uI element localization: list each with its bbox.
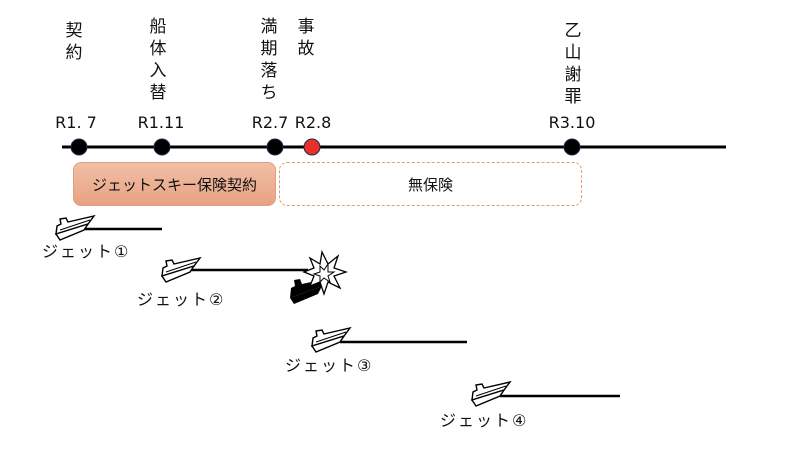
uninsured-period: 無保険 [279, 162, 582, 206]
jet-4-label: ジェット④ [440, 411, 529, 430]
event-dot [70, 138, 88, 156]
date-label: R3.10 [548, 113, 596, 132]
event-label-hull-replacement: 船体入替 [149, 17, 167, 103]
event-label-accident: 事故 [297, 17, 315, 59]
date-label: R1. 7 [55, 113, 97, 132]
explosion-icon [302, 249, 349, 297]
event-dot [266, 138, 284, 156]
jet-ski-icon [311, 327, 351, 353]
event-label-expiry: 満期落ち [260, 17, 278, 103]
jet-2-label: ジェット② [137, 290, 226, 309]
insured-period: ジェットスキー保険契約 [73, 162, 276, 206]
accident-dot [303, 138, 321, 156]
jet-3-label: ジェット③ [285, 356, 374, 375]
event-dot [563, 138, 581, 156]
jet-1-label: ジェット① [42, 242, 131, 261]
date-label: R2.7 [251, 113, 289, 132]
event-label-apology: 乙山謝罪 [564, 21, 582, 107]
event-label-contract: 契約 [65, 21, 83, 63]
date-label: R2.8 [294, 113, 332, 132]
jet-ski-icon [471, 381, 511, 407]
date-label: R1.11 [137, 113, 185, 132]
event-dot [153, 138, 171, 156]
